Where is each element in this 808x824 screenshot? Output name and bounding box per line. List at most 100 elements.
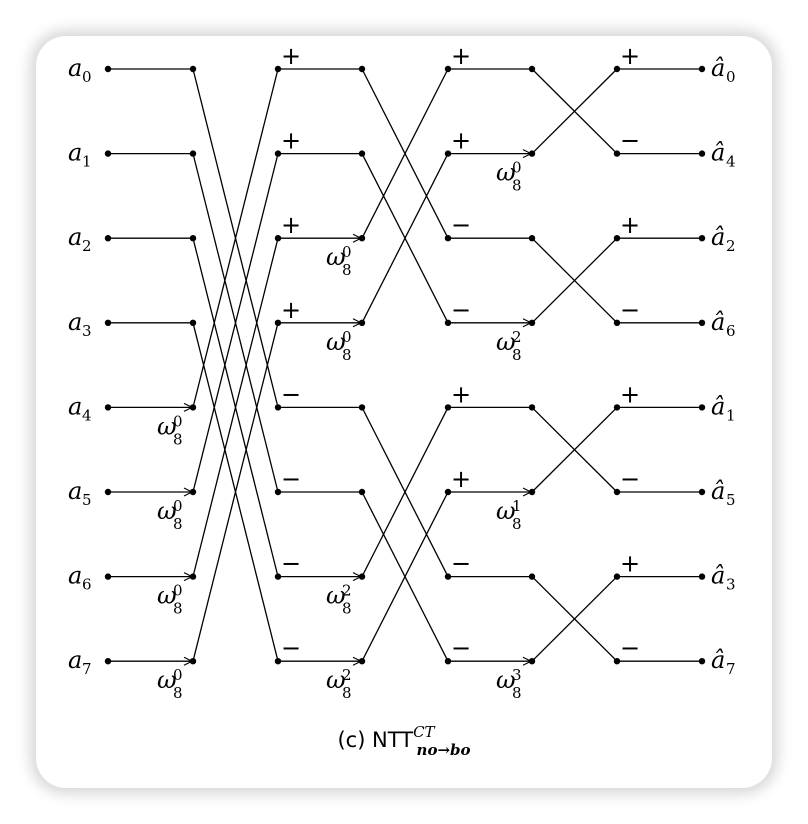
node-dot (358, 404, 366, 411)
node-dot (189, 319, 197, 326)
node-dot (613, 319, 621, 326)
twiddle-omega: ω (496, 328, 516, 356)
sign-label: − (451, 211, 471, 239)
input-label: a (68, 223, 82, 251)
twiddle-omega: ω (496, 159, 516, 187)
node-dot (698, 65, 706, 73)
node-dot (444, 235, 452, 242)
node-dot (444, 488, 452, 496)
butterfly-lines (108, 68, 702, 662)
node-dot (528, 319, 536, 326)
output-index: 1 (726, 406, 736, 424)
output-index: 0 (726, 68, 736, 86)
output-index: 7 (726, 660, 736, 678)
input-index: 7 (82, 660, 92, 678)
node-dot (528, 404, 536, 411)
sign-label: − (281, 550, 301, 578)
caption-superscript: CT (413, 723, 435, 741)
butterfly-cross-line (361, 68, 449, 239)
caption-prefix: (c) NTT (337, 728, 414, 752)
node-dot (189, 235, 197, 242)
output-index: 4 (726, 153, 736, 171)
input-label: a (68, 646, 82, 674)
twiddle-base: 8 (173, 515, 183, 533)
sign-label: + (281, 127, 301, 155)
sign-label: − (451, 634, 471, 662)
twiddle-base: 8 (342, 684, 352, 702)
butterfly-cross-line (192, 68, 279, 408)
butterfly-cross-line (192, 322, 279, 662)
twiddle-exponent: 0 (173, 497, 183, 515)
twiddle-base: 8 (512, 177, 522, 195)
node-dot (104, 150, 112, 157)
sign-label: + (620, 42, 640, 70)
butterfly-cross-line (361, 491, 449, 662)
output-label: â (711, 392, 725, 420)
node-dot (698, 319, 706, 326)
output-index: 6 (726, 322, 736, 340)
node-dot (104, 658, 112, 665)
node-dot (528, 65, 536, 73)
node-dot (274, 235, 282, 242)
output-label: â (711, 223, 725, 251)
node-dot (189, 150, 197, 157)
sign-label: − (281, 380, 301, 408)
twiddle-exponent: 3 (512, 666, 522, 684)
sign-label: + (451, 380, 471, 408)
node-dot (528, 150, 536, 157)
twiddle-exponent: 2 (512, 328, 522, 346)
node-dot (613, 488, 621, 496)
node-dot (274, 319, 282, 326)
twiddle-base: 8 (173, 430, 183, 448)
node-dot (358, 150, 366, 157)
sign-label: − (620, 634, 640, 662)
input-index: 0 (82, 68, 92, 86)
node-dot (698, 658, 706, 665)
node-dot (528, 658, 536, 665)
node-dot (358, 488, 366, 496)
node-dot (613, 658, 621, 665)
sign-label: + (281, 211, 301, 239)
node-dot (189, 65, 197, 73)
twiddle-base: 8 (342, 261, 352, 279)
node-dot (698, 573, 706, 580)
sign-label: + (620, 211, 640, 239)
twiddle-omega: ω (157, 412, 177, 440)
output-label: â (711, 308, 725, 336)
node-dot (274, 150, 282, 157)
input-label: a (68, 308, 82, 336)
node-dot (274, 65, 282, 73)
node-dot (358, 235, 366, 242)
node-dots (104, 65, 706, 665)
twiddle-omega: ω (326, 328, 346, 356)
output-index: 2 (726, 237, 736, 255)
node-dot (104, 235, 112, 242)
output-label: â (711, 646, 725, 674)
twiddle-base: 8 (342, 346, 352, 364)
twiddle-exponent: 0 (342, 243, 352, 261)
caption: (c) NTTCTno→bo (0, 723, 808, 759)
node-dot (444, 573, 452, 580)
twiddle-omega: ω (157, 666, 177, 694)
twiddle-base: 8 (342, 600, 352, 618)
node-dot (528, 573, 536, 580)
sign-label: + (451, 465, 471, 493)
sign-label: + (451, 127, 471, 155)
twiddle-exponent: 0 (173, 666, 183, 684)
input-label: a (68, 54, 82, 82)
caption-subscript: no→bo (416, 741, 471, 759)
input-index: 3 (82, 322, 92, 340)
twiddle-base: 8 (173, 684, 183, 702)
butterfly-cross-line (192, 153, 279, 493)
input-label: a (68, 392, 82, 420)
twiddle-exponent: 0 (173, 582, 183, 600)
output-label: â (711, 54, 725, 82)
node-dot (613, 150, 621, 157)
node-dot (104, 65, 112, 73)
node-dot (698, 235, 706, 242)
sign-label: − (620, 465, 640, 493)
node-dot (274, 488, 282, 496)
node-dot (189, 404, 197, 411)
twiddle-omega: ω (496, 666, 516, 694)
node-dot (274, 404, 282, 411)
